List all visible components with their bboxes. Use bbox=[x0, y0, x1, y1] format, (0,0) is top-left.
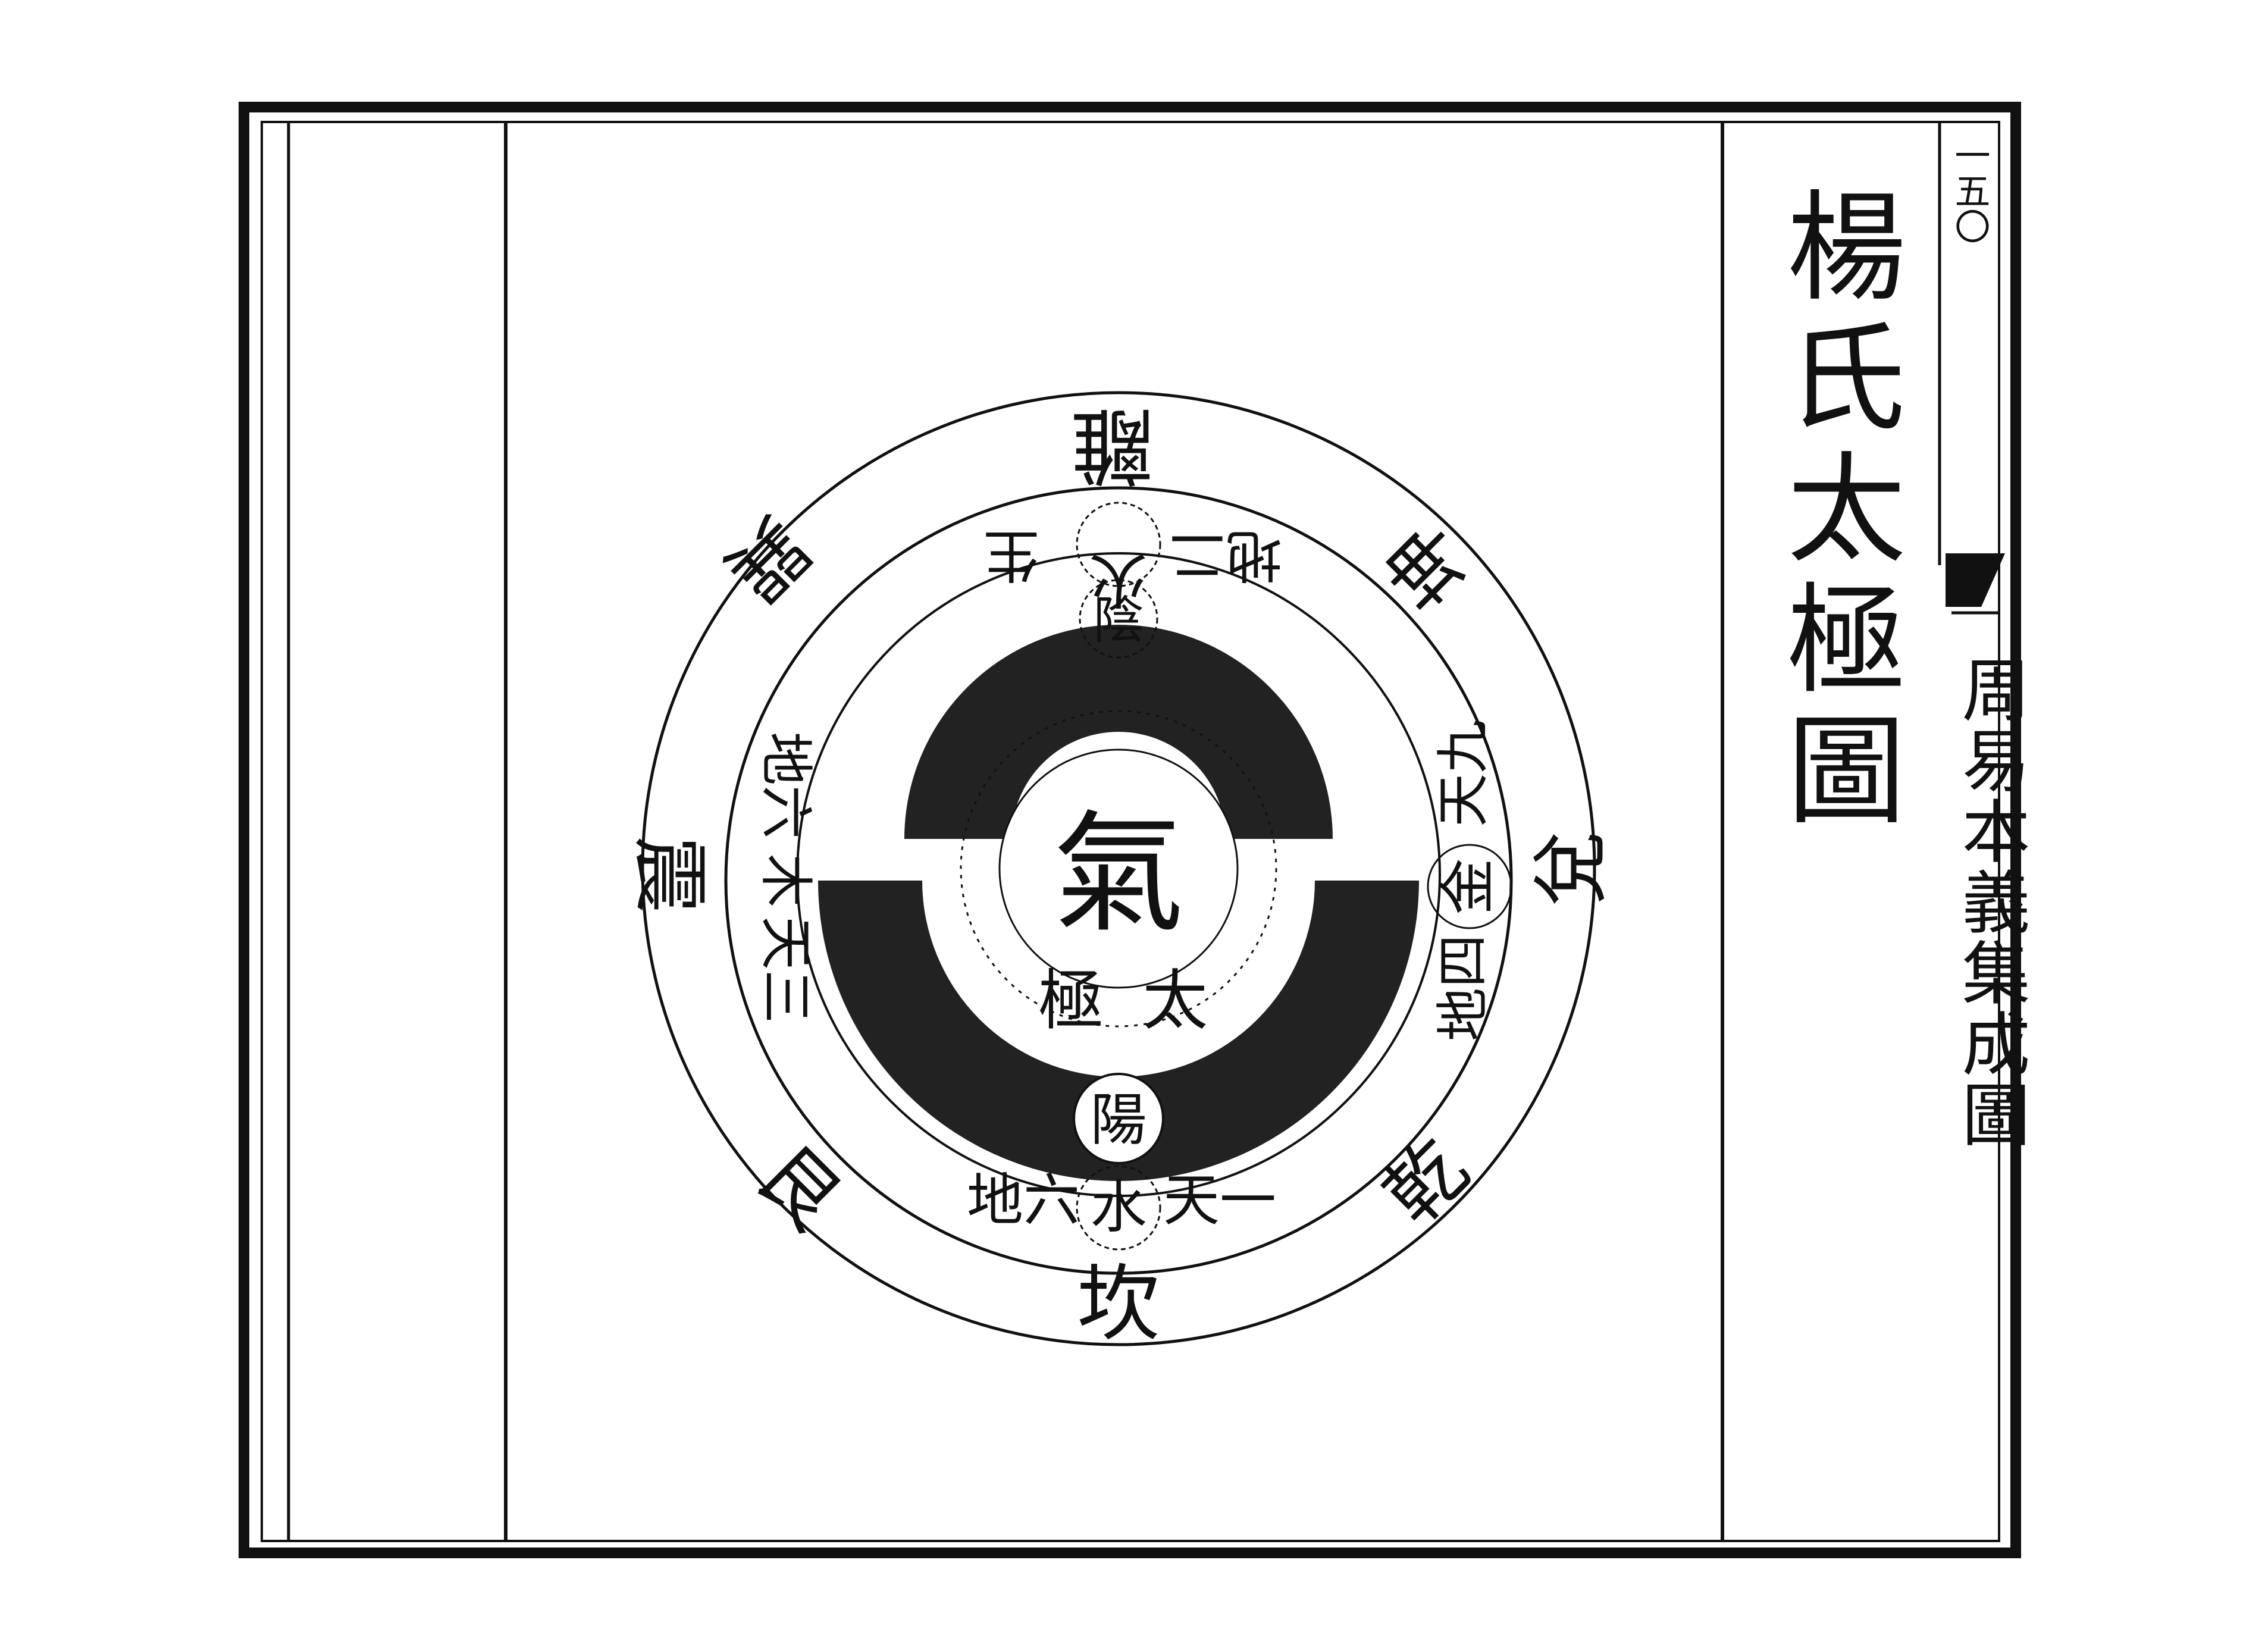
inner-frame bbox=[261, 121, 2000, 1542]
outer-ring bbox=[641, 391, 1596, 1346]
outer-frame bbox=[239, 102, 2021, 1558]
core-dashed-circle bbox=[960, 710, 1277, 1028]
trigram-northwest: 乾 bbox=[1367, 1123, 1485, 1241]
bottom-circle bbox=[1076, 1165, 1161, 1251]
top-inner-circle-label: 陰 bbox=[1093, 591, 1144, 650]
ring-left-middle: 木 bbox=[754, 854, 817, 907]
trigram-west: 兌 bbox=[1525, 830, 1616, 907]
inner-ring bbox=[796, 552, 1441, 1197]
ring-left-upper: 地六 bbox=[754, 732, 817, 839]
right-circle bbox=[1427, 844, 1512, 929]
margin-caption: 周易本義集成圖 bbox=[1950, 654, 2030, 1150]
trigram-southwest: 坤 bbox=[1368, 506, 1487, 624]
center-qi: 氣 bbox=[1053, 798, 1184, 950]
inner-core bbox=[998, 748, 1239, 989]
ring-left-lower: 天三 bbox=[754, 916, 817, 1023]
top-circle-label: 火 bbox=[1089, 545, 1148, 615]
dark-band-upper bbox=[904, 625, 1333, 839]
center-label-left: 極 bbox=[1038, 963, 1104, 1039]
trigram-east: 震 bbox=[624, 836, 715, 913]
trigram-north: 坎 bbox=[1077, 1256, 1160, 1353]
right-circle-label: 金 bbox=[1436, 858, 1501, 914]
dark-band-lower bbox=[818, 881, 1419, 1181]
bottom-inner-circle-label: 陽 bbox=[1090, 1088, 1146, 1153]
bottom-circle-label: 水 bbox=[1090, 1175, 1146, 1241]
ring-top-left: 地二 bbox=[1169, 522, 1282, 587]
top-inner-circle bbox=[1079, 579, 1158, 659]
ring-bottom-right: 天一 bbox=[1163, 1168, 1276, 1233]
ring-right-lower: 地四 bbox=[1432, 934, 1495, 1041]
ring-bottom-left: 地六 bbox=[967, 1168, 1080, 1233]
trigram-south: 離 bbox=[1071, 396, 1154, 493]
center-label-right: 太 bbox=[1142, 963, 1208, 1039]
ring-top-right: 生 bbox=[983, 522, 1039, 587]
taiji-diagram: 氣 極 太 陽 陰 離 坤 兌 乾 坎 艮 震 巽 火 地二 生 金 天九 地四… bbox=[624, 391, 1616, 1353]
trigram-northeast: 艮 bbox=[740, 1129, 859, 1247]
top-circle bbox=[1076, 502, 1161, 587]
folio-mark: 一五〇 bbox=[1949, 137, 1990, 244]
page-title: 楊氏太極圖 bbox=[1766, 184, 1905, 839]
fishtail-mark bbox=[1946, 553, 2005, 607]
ring-right-upper: 天九 bbox=[1432, 720, 1495, 827]
bottom-inner-circle bbox=[1073, 1073, 1164, 1164]
